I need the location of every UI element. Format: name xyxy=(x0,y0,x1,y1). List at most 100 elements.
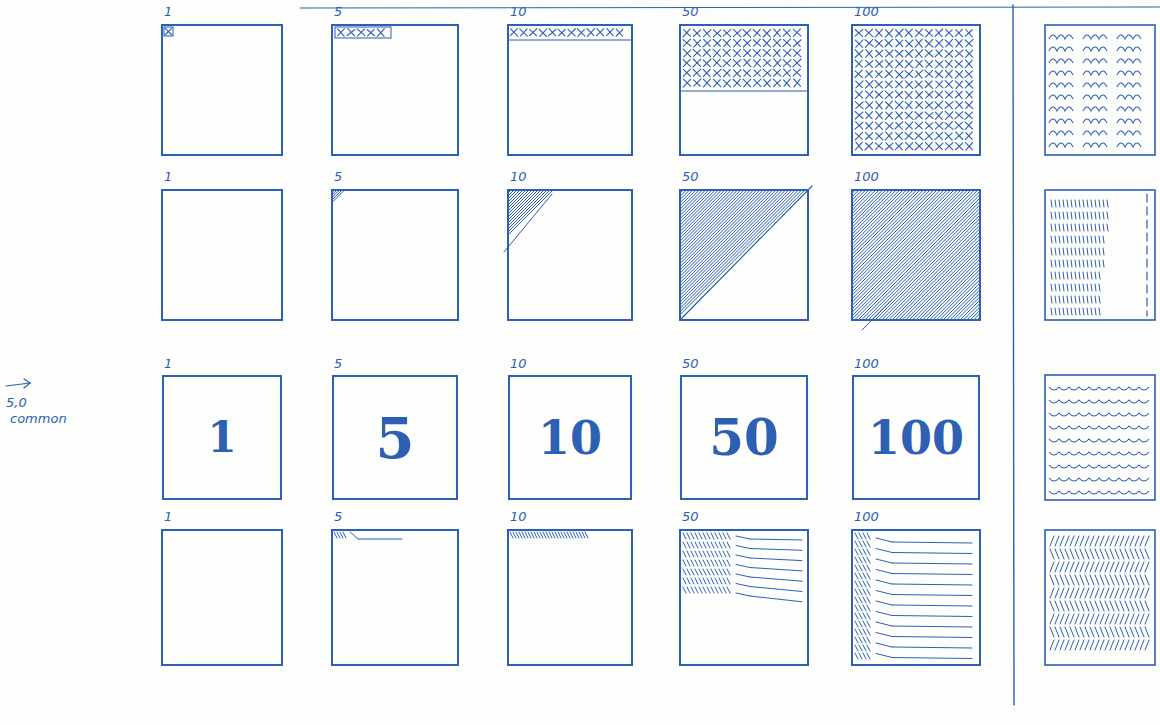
cross-mark xyxy=(925,132,933,140)
tick-stroke xyxy=(1055,248,1056,255)
cross-mark xyxy=(724,39,731,46)
count-label: 100 xyxy=(854,170,879,183)
cross-mark xyxy=(915,122,922,129)
cross-mark xyxy=(885,132,892,140)
slant-stroke xyxy=(1060,562,1064,572)
tick-stroke xyxy=(1059,212,1060,219)
slant-stroke xyxy=(1060,640,1064,650)
cross-mark xyxy=(905,102,912,109)
cross-mark xyxy=(956,143,963,150)
tick-stroke xyxy=(1091,260,1092,267)
squiggle-mark xyxy=(1117,107,1141,111)
tick-stroke xyxy=(855,557,858,563)
cross-mark xyxy=(793,69,800,76)
slant-stroke xyxy=(1125,575,1129,585)
label-holder: 5 xyxy=(334,357,342,370)
slant-stroke xyxy=(1110,601,1114,611)
tick-stroke xyxy=(1071,260,1072,267)
slant-stroke xyxy=(1115,640,1119,650)
slant-stroke xyxy=(1060,588,1064,598)
cross-mark xyxy=(956,112,963,119)
tick-stroke xyxy=(1051,248,1052,255)
slant-stroke xyxy=(1125,601,1129,611)
cross-mark xyxy=(733,70,741,77)
cross-mark xyxy=(876,50,882,57)
slant-stroke xyxy=(1125,562,1129,572)
cross-mark xyxy=(946,91,953,98)
cross-mark xyxy=(684,50,691,57)
cross-mark xyxy=(794,79,800,87)
tick-stroke xyxy=(519,532,522,538)
cross-mark xyxy=(936,70,943,77)
cross-mark xyxy=(905,91,912,98)
slant-stroke xyxy=(1125,614,1129,624)
hatch-stroke xyxy=(923,263,980,320)
cross-mark xyxy=(723,49,730,56)
tick-stroke xyxy=(723,578,726,584)
wave-line xyxy=(1049,426,1149,429)
cross-mark xyxy=(925,39,933,47)
tick-stroke xyxy=(1091,200,1092,207)
count-label: 50 xyxy=(682,510,699,523)
cross-mark xyxy=(926,61,933,68)
cross-mark xyxy=(783,60,790,67)
tick-stroke xyxy=(703,551,706,557)
cross-mark xyxy=(165,28,172,35)
cross-mark xyxy=(510,29,517,36)
hatch-stroke xyxy=(889,229,980,320)
squiggle-mark xyxy=(1117,71,1141,75)
tick-stroke xyxy=(855,549,858,555)
hatch-stroke xyxy=(852,190,855,193)
count-label: 5 xyxy=(334,510,342,523)
tick-stroke xyxy=(863,629,866,635)
cross-mark xyxy=(784,80,790,87)
cross-mark xyxy=(915,39,922,47)
cross-mark xyxy=(945,91,952,98)
cross-mark xyxy=(955,29,962,36)
tick-stroke xyxy=(1071,296,1072,303)
tick-stroke xyxy=(863,613,866,619)
cross-mark xyxy=(855,50,863,57)
cross-mark xyxy=(885,102,892,109)
cross-mark xyxy=(875,50,883,57)
slant-stroke xyxy=(1130,627,1134,637)
cross-mark xyxy=(568,29,575,36)
cross-mark xyxy=(876,111,883,119)
cross-mark xyxy=(896,30,903,37)
hatch-stroke xyxy=(940,280,980,320)
hatch-stroke xyxy=(332,190,345,203)
cross-mark xyxy=(905,112,913,119)
slant-stroke xyxy=(1080,588,1084,598)
squiggle-mark xyxy=(1117,119,1141,123)
cross-mark xyxy=(896,81,903,88)
hatch-stroke xyxy=(680,190,792,302)
tick-stroke xyxy=(727,533,730,539)
hatch-stroke xyxy=(852,190,903,241)
cross-mark xyxy=(693,59,700,66)
cross-mark xyxy=(744,39,751,46)
tick-stroke xyxy=(1059,296,1060,303)
count-label: 10 xyxy=(510,510,527,523)
wave-line xyxy=(1049,491,1149,494)
tick-stroke xyxy=(1083,260,1084,267)
slant-stroke xyxy=(1070,536,1074,546)
cross-mark xyxy=(965,81,973,88)
slant-stroke xyxy=(1055,549,1059,559)
cross-mark xyxy=(915,29,922,37)
pen-stroke xyxy=(750,539,802,540)
cross-mark xyxy=(703,60,710,67)
cross-mark xyxy=(945,133,952,140)
squiggle-mark xyxy=(1049,71,1073,75)
slant-stroke xyxy=(1130,640,1134,650)
slant-stroke xyxy=(1055,601,1059,611)
cross-mark xyxy=(511,29,518,36)
tick-stroke xyxy=(1071,236,1072,243)
cross-mark xyxy=(885,143,892,150)
cross-mark xyxy=(865,40,873,47)
cross-mark xyxy=(896,39,903,46)
cross-mark xyxy=(855,132,862,139)
cross-mark xyxy=(856,40,863,47)
cross-mark xyxy=(733,59,740,66)
slant-stroke xyxy=(1130,601,1134,611)
slant-stroke xyxy=(1145,562,1149,572)
